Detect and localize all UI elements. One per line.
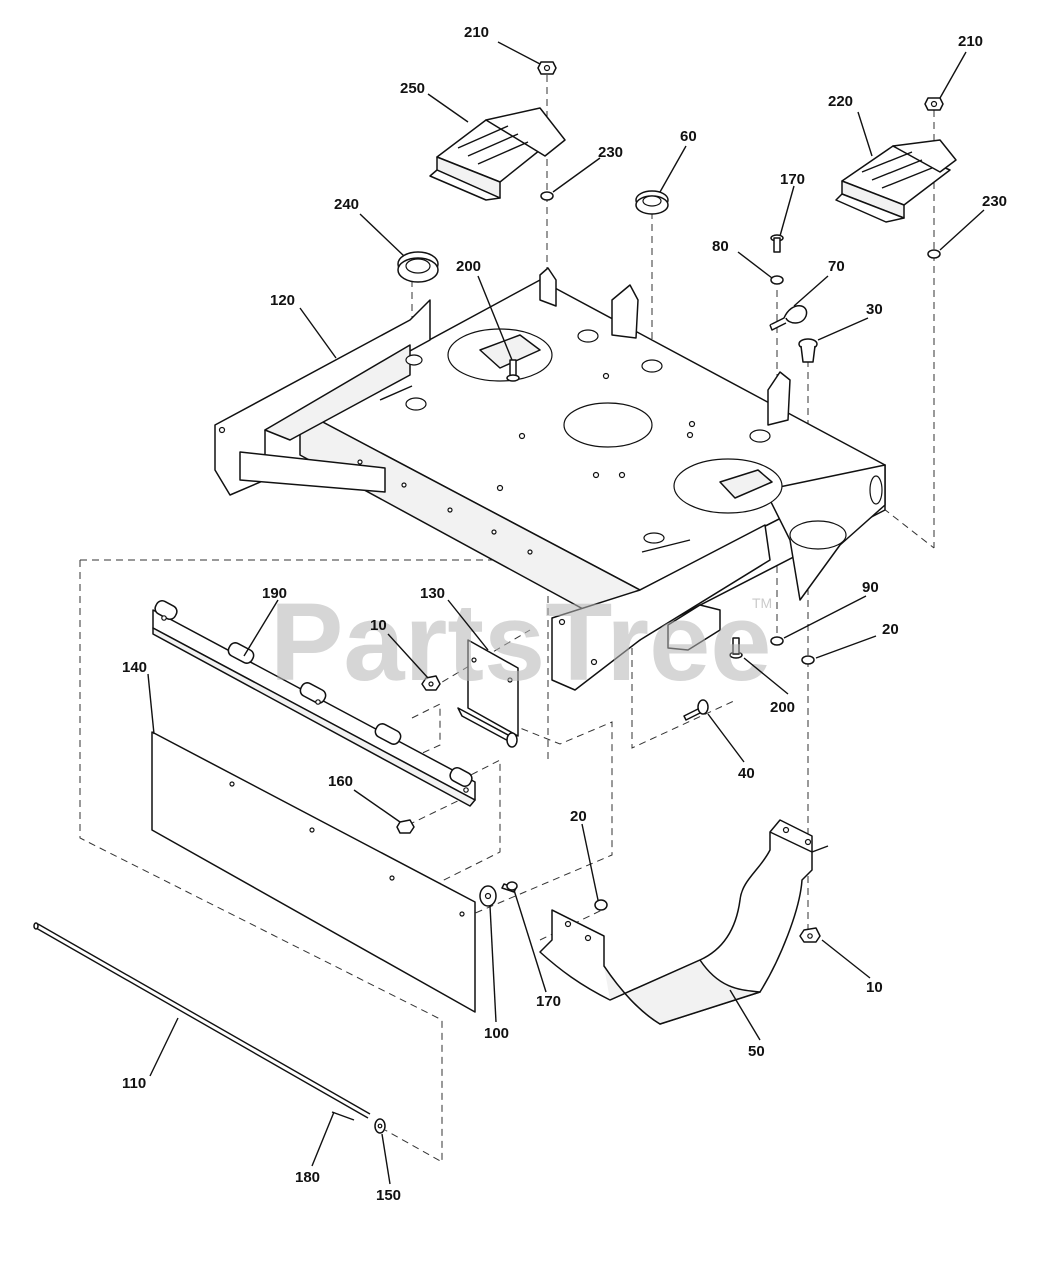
callout-labels: 210 250 230 60 210 220 230 240 200 170 8… xyxy=(122,24,1007,1204)
callout-180: 180 xyxy=(295,1169,320,1186)
callout-20-right: 20 xyxy=(882,621,899,638)
callout-160: 160 xyxy=(328,773,353,790)
callout-110: 110 xyxy=(122,1075,146,1092)
watermark-trademark: TM xyxy=(752,595,772,611)
grommet-60 xyxy=(635,190,669,215)
washer-80 xyxy=(770,275,784,285)
callout-30: 30 xyxy=(866,301,883,318)
bracket-220 xyxy=(835,139,957,223)
callout-170-lower: 170 xyxy=(536,993,561,1010)
callout-210-right: 210 xyxy=(958,33,983,50)
nut-10-upper xyxy=(421,675,441,691)
washer-100 xyxy=(479,885,497,907)
shield-50 xyxy=(539,819,829,1025)
grommet-240 xyxy=(397,251,439,283)
bolt-170-top xyxy=(770,234,784,253)
washer-20-lower xyxy=(594,899,608,911)
callout-140: 140 xyxy=(122,659,147,676)
rod-110 xyxy=(33,922,371,1119)
washer-90 xyxy=(770,636,784,646)
callout-60: 60 xyxy=(680,128,697,145)
nut-210-right xyxy=(924,97,944,111)
flap-140 xyxy=(151,731,476,1013)
callout-10-upper: 10 xyxy=(370,617,387,634)
plate-130 xyxy=(457,639,519,748)
callout-240: 240 xyxy=(334,196,359,213)
washer-20-right xyxy=(801,655,815,665)
callout-170-upper: 170 xyxy=(780,171,805,188)
pin-180 xyxy=(331,1111,355,1121)
bolt-200-lower xyxy=(729,637,743,659)
callout-10-lower: 10 xyxy=(866,979,883,996)
callout-150: 150 xyxy=(376,1187,401,1204)
leader-lines xyxy=(147,41,985,1185)
callout-130: 130 xyxy=(420,585,445,602)
plug-30 xyxy=(798,338,818,363)
nut-160 xyxy=(396,819,415,834)
washer-230-right xyxy=(927,249,941,259)
pin-40 xyxy=(683,699,709,721)
callout-230-left: 230 xyxy=(598,144,623,161)
bracket-250 xyxy=(429,107,566,201)
callout-70: 70 xyxy=(828,258,845,275)
callout-200-lower: 200 xyxy=(770,699,795,716)
callout-200-upper: 200 xyxy=(456,258,481,275)
callout-120: 120 xyxy=(270,292,295,309)
callout-210-left: 210 xyxy=(464,24,489,41)
nut-10-lower xyxy=(799,927,821,943)
callout-190: 190 xyxy=(262,585,287,602)
washer-150 xyxy=(374,1118,386,1134)
callout-80: 80 xyxy=(712,238,729,255)
clamp-70 xyxy=(769,305,808,331)
nut-210-left xyxy=(537,61,557,75)
watermark-text: PartsTree xyxy=(270,581,771,704)
callout-230-right: 230 xyxy=(982,193,1007,210)
washer-230-left xyxy=(540,191,554,201)
callout-50: 50 xyxy=(748,1043,765,1060)
callout-90: 90 xyxy=(862,579,879,596)
callout-220: 220 xyxy=(828,93,853,110)
callout-100: 100 xyxy=(484,1025,509,1042)
bolt-170-lower xyxy=(501,881,518,893)
hinge-190 xyxy=(152,600,476,807)
callout-250: 250 xyxy=(400,80,425,97)
callout-40: 40 xyxy=(738,765,755,782)
callout-20-lower: 20 xyxy=(570,808,587,825)
deck-frame-120 xyxy=(214,267,886,691)
